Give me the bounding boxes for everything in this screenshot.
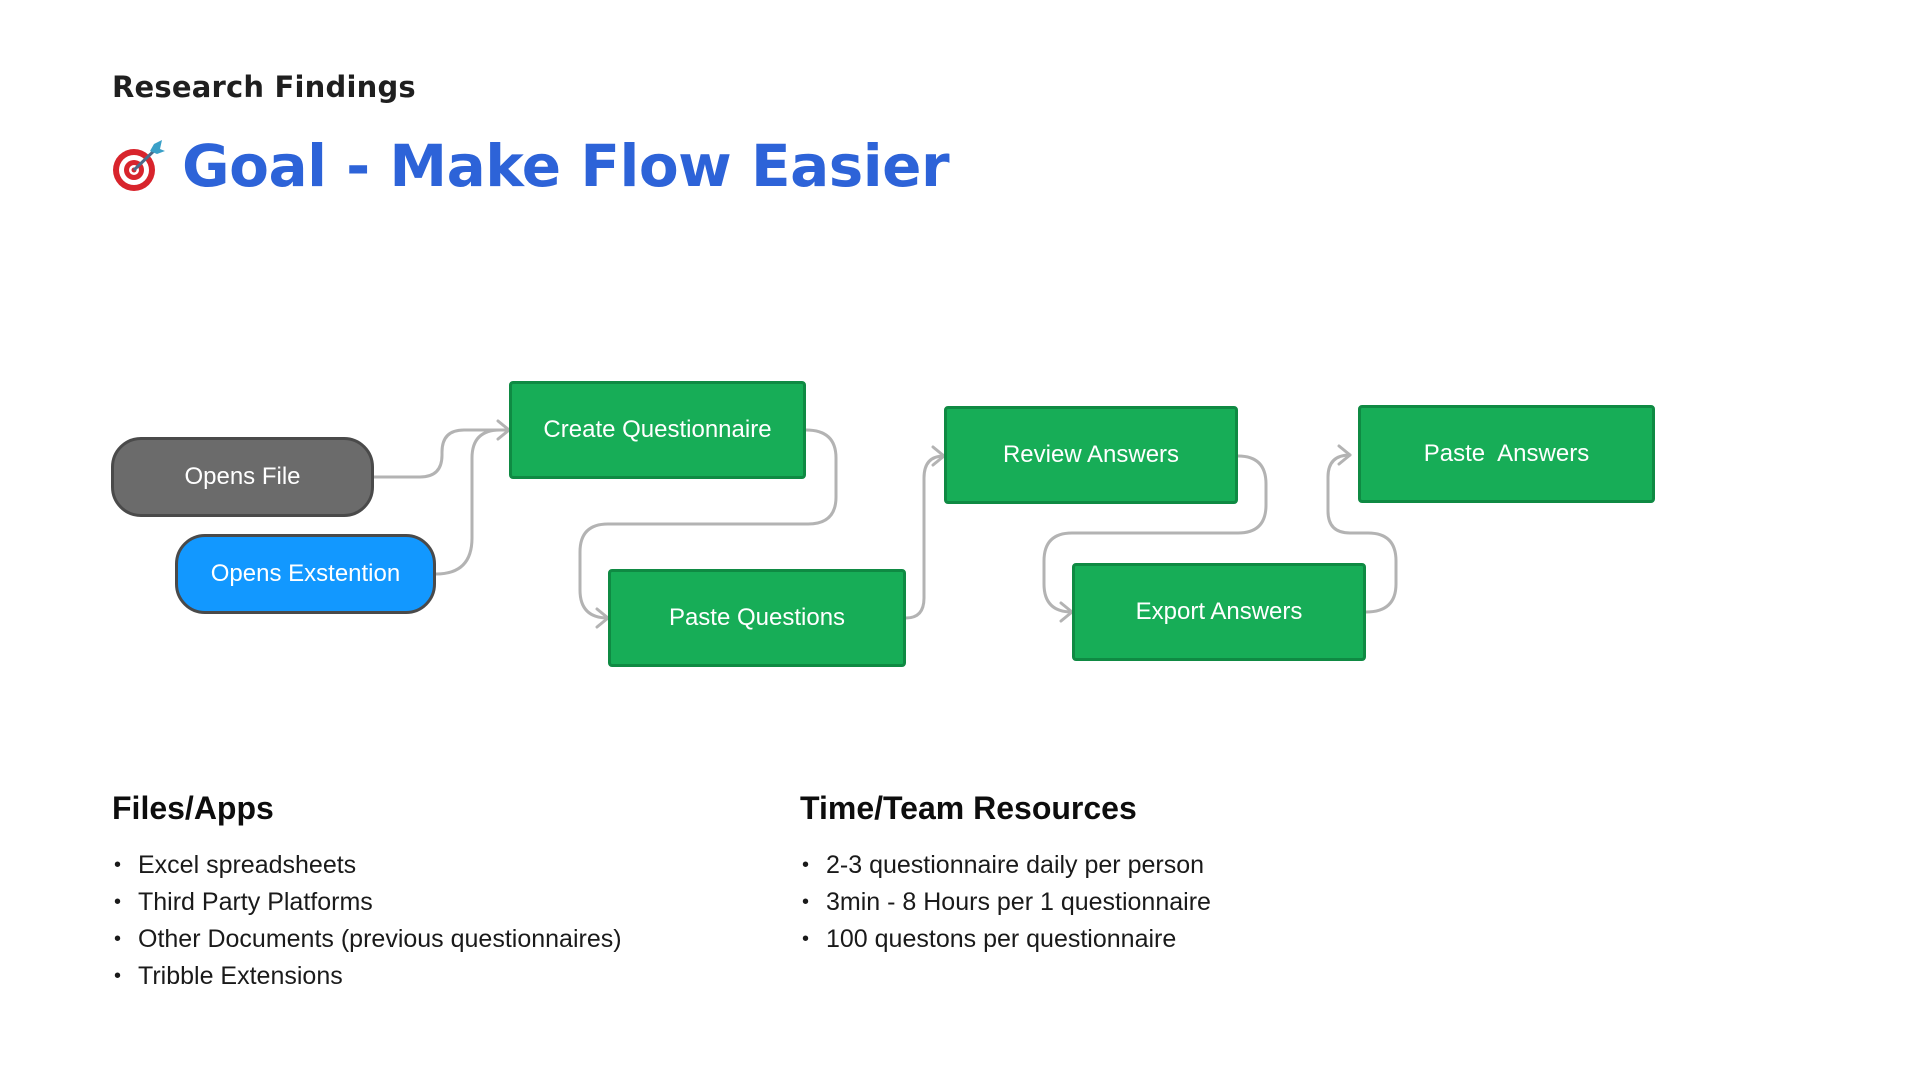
node-label: Opens File xyxy=(184,463,301,490)
list-item: 2-3 questionnaire daily per person xyxy=(800,847,1211,884)
node-label: Paste Answers xyxy=(1423,440,1590,467)
time-team-section: Time/Team Resources 2-3 questionnaire da… xyxy=(800,790,1211,958)
node-label: Export Answers xyxy=(1135,598,1303,625)
node-paste-answers: Paste Answers xyxy=(1358,405,1655,503)
node-create-questionnaire: Create Questionnaire xyxy=(509,381,806,479)
connector-file-to-create xyxy=(372,428,511,479)
node-label: Review Answers xyxy=(1002,441,1180,468)
page-title-text: Goal - Make Flow Easier xyxy=(182,132,950,200)
files-apps-list: Excel spreadsheets Third Party Platforms… xyxy=(112,847,622,995)
node-opens-file: Opens File xyxy=(111,437,374,517)
node-opens-extension: Opens Exstention xyxy=(175,534,436,614)
dart-target-icon xyxy=(110,138,166,194)
node-label: Create Questionnaire xyxy=(543,416,772,443)
connector-review-to-export xyxy=(1042,454,1268,614)
node-label: Paste Questions xyxy=(668,604,846,631)
node-label: Opens Exstention xyxy=(210,560,401,587)
list-item: 3min - 8 Hours per 1 questionnaire xyxy=(800,884,1211,921)
files-apps-section: Files/Apps Excel spreadsheets Third Part… xyxy=(112,790,622,995)
list-item: Tribble Extensions xyxy=(112,958,622,995)
node-review-answers: Review Answers xyxy=(944,406,1238,504)
eyebrow-label: Research Findings xyxy=(112,70,416,104)
list-item: Other Documents (previous questionnaires… xyxy=(112,921,622,958)
node-paste-questions: Paste Questions xyxy=(608,569,906,667)
list-item: Third Party Platforms xyxy=(112,884,622,921)
connector-paste-questions-to-review xyxy=(904,454,946,620)
connector-extension-to-create xyxy=(434,428,511,576)
arrowhead-paste-answers xyxy=(1337,444,1352,466)
list-item: 100 questons per questionnaire xyxy=(800,921,1211,958)
connector-export-to-paste-answers xyxy=(1326,453,1398,614)
files-apps-heading: Files/Apps xyxy=(112,790,274,826)
time-team-heading: Time/Team Resources xyxy=(800,790,1137,826)
page-title: Goal - Make Flow Easier xyxy=(110,132,950,200)
connector-create-to-paste-questions xyxy=(578,428,838,620)
node-export-answers: Export Answers xyxy=(1072,563,1366,661)
time-team-list: 2-3 questionnaire daily per person 3min … xyxy=(800,847,1211,958)
list-item: Excel spreadsheets xyxy=(112,847,622,884)
